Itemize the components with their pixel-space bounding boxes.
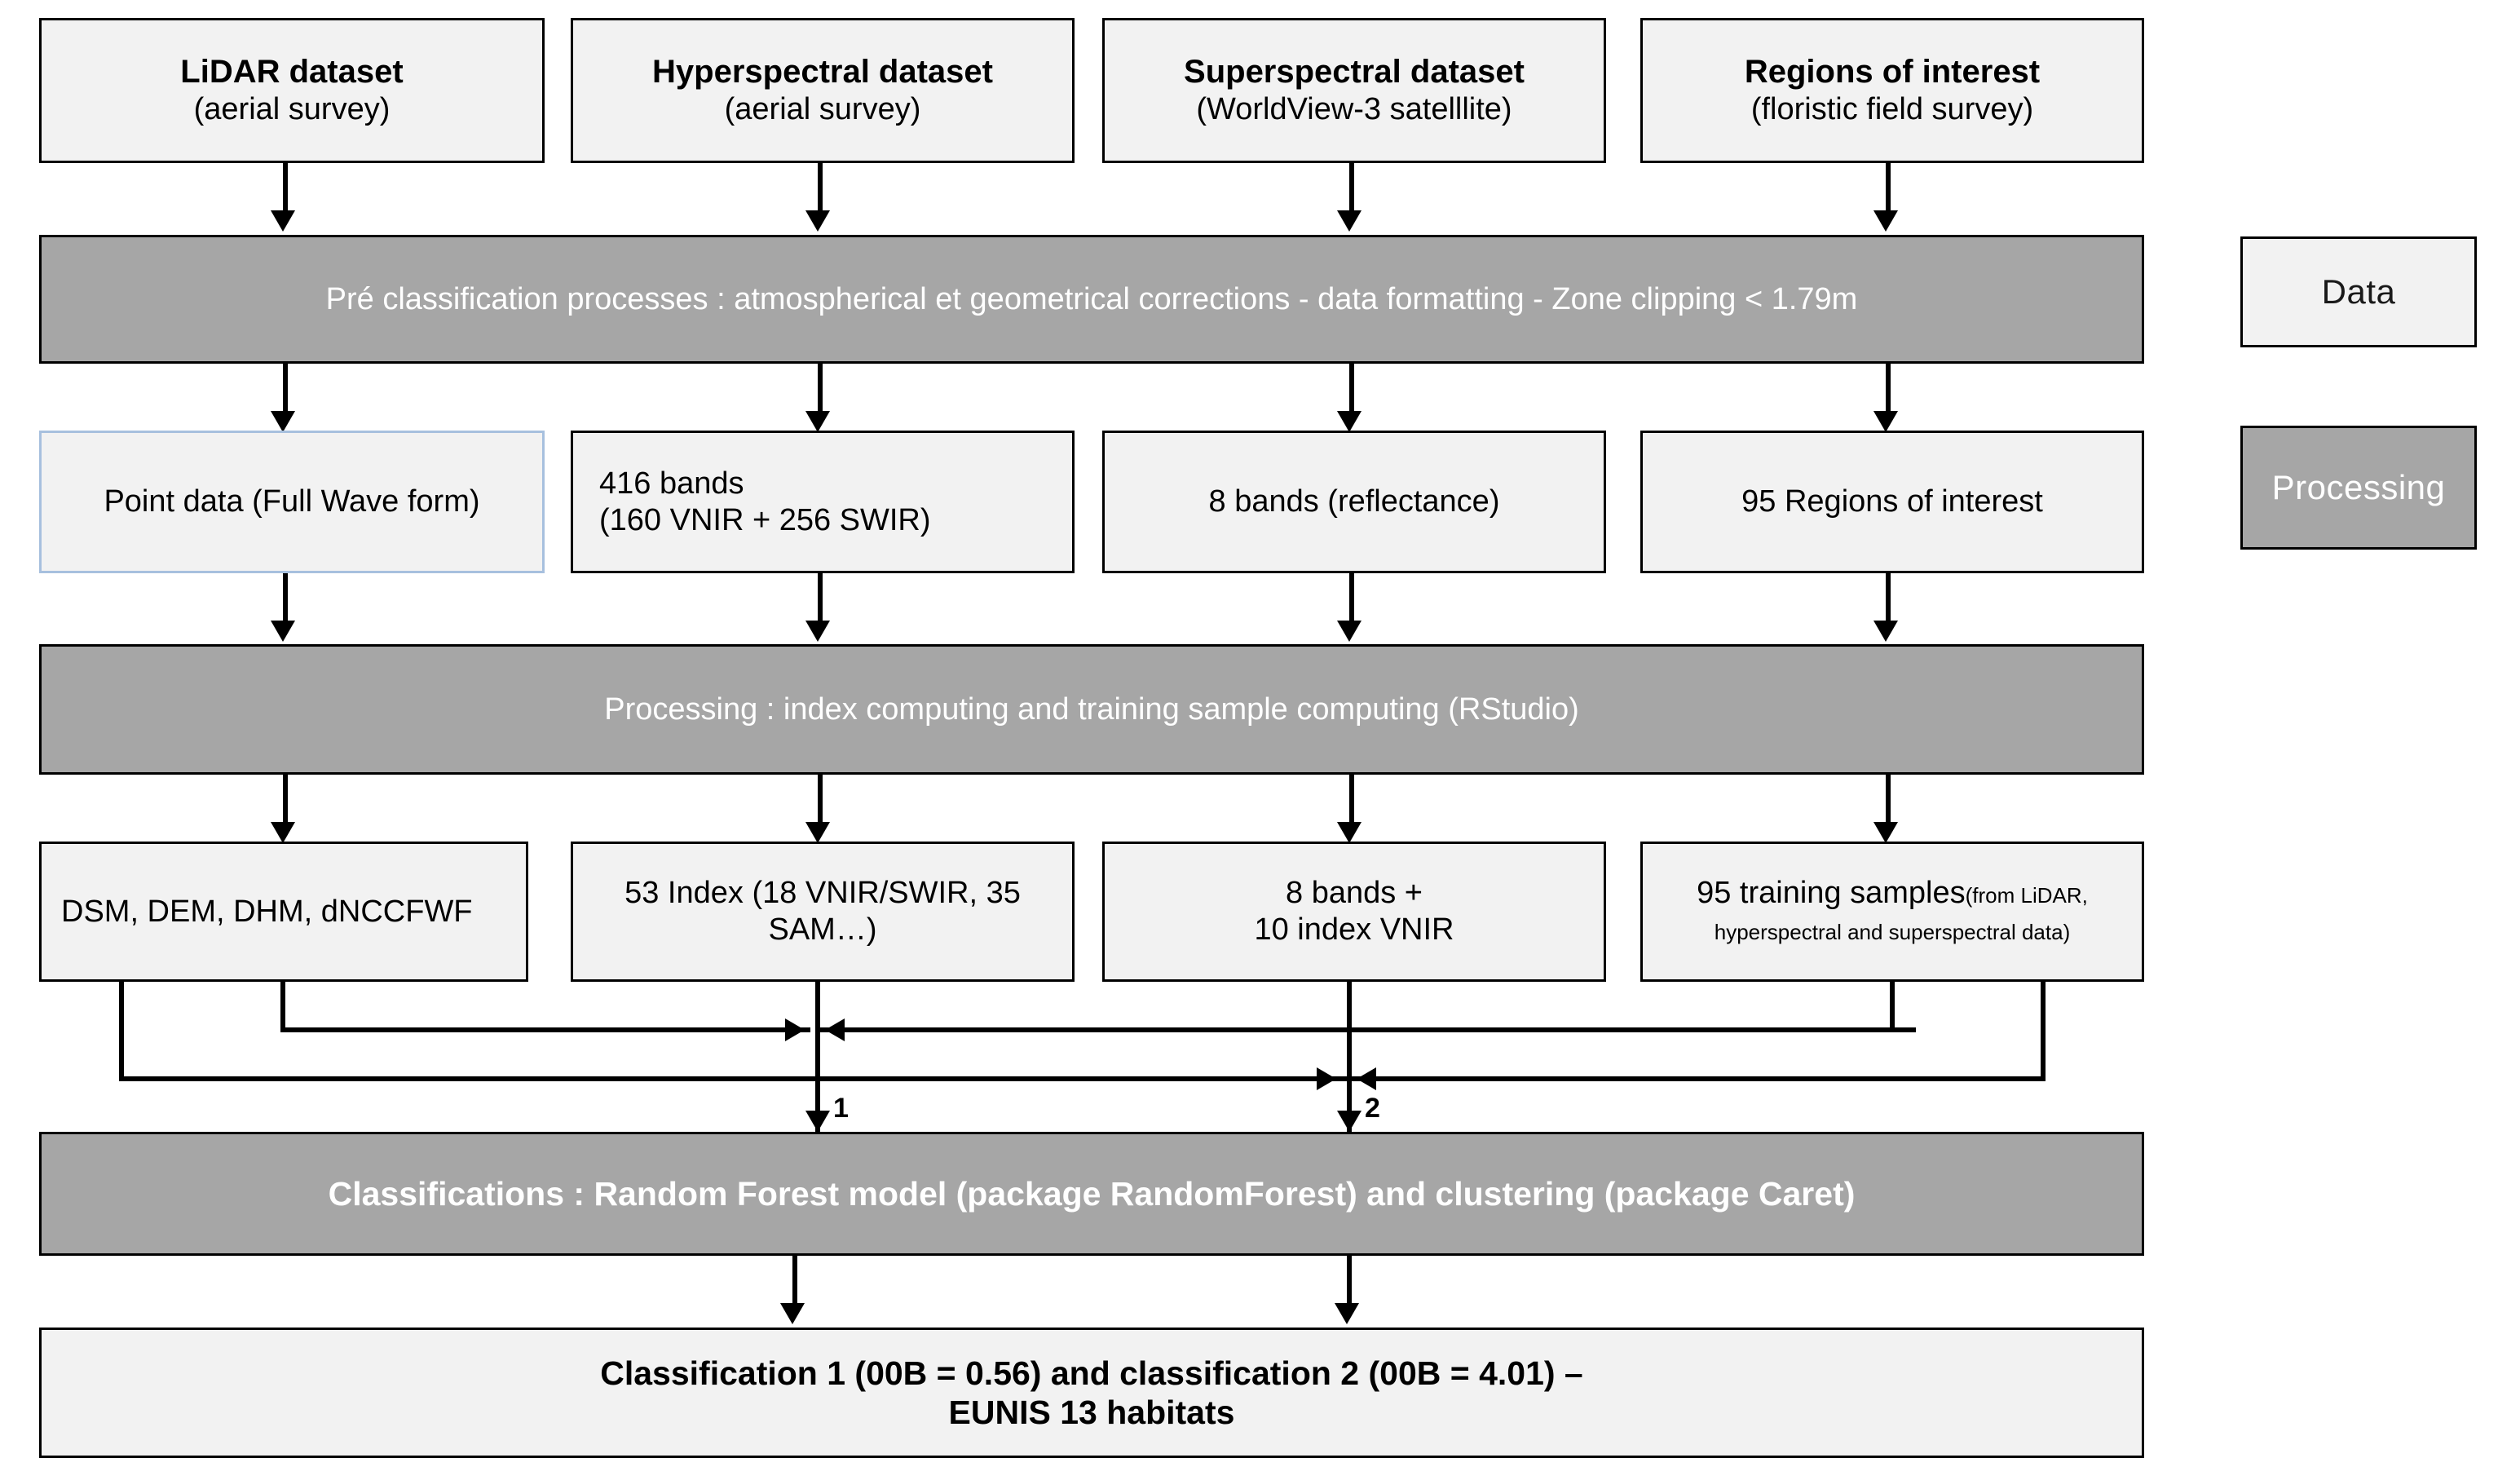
derived-box-53-index[interactable]: 53 Index (18 VNIR/SWIR, 35 SAM…) (571, 842, 1075, 982)
arrow-preclass-to-416bands (805, 411, 830, 432)
input-box-lidar-title: LiDAR dataset (180, 53, 404, 90)
preclassification-process-label: Pré classification processes : atmospher… (325, 281, 1858, 316)
input-box-superspectral-subtitle: (WorldView-3 satelllite) (1196, 92, 1512, 127)
arrow-8bands-to-processing (1337, 621, 1362, 642)
connector-hyperspectral-to-preclass (818, 163, 823, 214)
derived-box-8-bands-10-index[interactable]: 8 bands + 10 index VNIR (1102, 842, 1606, 982)
input-box-hyperspectral[interactable]: Hyperspectral dataset (aerial survey) (571, 18, 1075, 163)
connector-classifications-to-result-left (792, 1256, 797, 1306)
connector-8bands-to-processing (1349, 573, 1354, 624)
branch-label-one: 1 (833, 1093, 849, 1124)
connector-pointdata-to-processing (283, 573, 288, 624)
classifications-bar-label: Classifications : Random Forest model (p… (328, 1174, 1856, 1213)
legend-processing-label: Processing (2271, 468, 2446, 506)
derived-box-8-bands-10-index-line1: 8 bands + (1286, 876, 1423, 911)
arrow-processing-to-8bands10index (1337, 822, 1362, 843)
derived-box-dsm-dem-dhm[interactable]: DSM, DEM, DHM, dNCCFWF (39, 842, 528, 982)
arrow-95roi-to-processing (1873, 621, 1898, 642)
arrow-preclass-to-pointdata (271, 411, 295, 432)
classifications-bar[interactable]: Classifications : Random Forest model (p… (39, 1132, 2144, 1256)
feedline-upper-to-branch1 (280, 1027, 810, 1032)
connector-dsm-down-right (280, 982, 285, 1032)
input-box-hyperspectral-subtitle: (aerial survey) (724, 92, 921, 127)
derived-box-53-index-line2: SAM…) (768, 912, 877, 947)
connector-processing-to-8bands10index (1349, 775, 1354, 825)
product-box-416-bands-line2: (160 VNIR + 256 SWIR) (599, 502, 931, 537)
connector-training-down-left (1890, 982, 1895, 1032)
arrow-hyperspectral-to-preclass (805, 210, 830, 232)
connector-processing-to-53index (818, 775, 823, 825)
legend-data-label: Data (2321, 272, 2396, 311)
arrow-down-branch2 (1337, 1111, 1362, 1132)
connector-classifications-to-result-right (1347, 1256, 1352, 1306)
connector-lidar-to-preclass (283, 163, 288, 214)
derived-box-8-bands-10-index-line2: 10 index VNIR (1254, 912, 1454, 947)
product-box-8-bands-line1: 8 bands (reflectance) (1208, 484, 1500, 519)
product-box-95-regions[interactable]: 95 Regions of interest (1640, 431, 2144, 573)
arrow-processing-to-dsm (271, 822, 295, 843)
arrow-regions-to-preclass (1873, 210, 1898, 232)
input-box-lidar-subtitle: (aerial survey) (193, 92, 391, 127)
product-box-8-bands-reflectance[interactable]: 8 bands (reflectance) (1102, 431, 1606, 573)
branch-label-two: 2 (1365, 1093, 1380, 1124)
connector-regions-to-preclass (1886, 163, 1891, 214)
legend-data-swatch[interactable]: Data (2240, 236, 2477, 347)
connector-processing-to-training (1886, 775, 1891, 825)
arrow-preclass-to-8bands (1337, 411, 1362, 432)
derived-box-95-training-samples[interactable]: 95 training samples(from LiDAR, hyperspe… (1640, 842, 2144, 982)
feedline-upper-to-branch2 (815, 1027, 1891, 1032)
connector-416bands-to-processing (818, 573, 823, 624)
arrow-processing-to-training (1873, 822, 1898, 843)
legend-processing-swatch[interactable]: Processing (2240, 426, 2477, 550)
arrow-processing-to-53index (805, 822, 830, 843)
connector-training-down-right (2041, 982, 2046, 1081)
input-box-hyperspectral-title: Hyperspectral dataset (652, 53, 993, 90)
derived-box-training-note: (from LiDAR, hyperspectral and superspec… (1714, 883, 2088, 944)
arrow-classifications-to-result-left (780, 1303, 805, 1324)
connector-preclass-to-95roi (1886, 364, 1891, 414)
input-box-lidar[interactable]: LiDAR dataset (aerial survey) (39, 18, 545, 163)
derived-box-training-title: 95 training samples (1697, 876, 1966, 911)
input-box-regions-subtitle: (floristic field survey) (1750, 92, 2034, 127)
feedline-lower-to-branch2 (119, 1076, 2043, 1081)
arrow-classifications-to-result-right (1335, 1303, 1359, 1324)
input-box-superspectral-title: Superspectral dataset (1184, 53, 1525, 90)
input-box-regions-of-interest[interactable]: Regions of interest (floristic field sur… (1640, 18, 2144, 163)
arrow-416bands-to-processing (805, 621, 830, 642)
connector-preclass-to-8bands (1349, 364, 1354, 414)
arrow-left-into-branch2 (1357, 1067, 1376, 1090)
input-box-regions-title: Regions of interest (1744, 53, 2041, 90)
connector-superspectral-to-preclass (1349, 163, 1354, 214)
arrow-superspectral-to-preclass (1337, 210, 1362, 232)
preclassification-process-bar[interactable]: Pré classification processes : atmospher… (39, 235, 2144, 364)
arrow-down-branch1 (805, 1111, 830, 1132)
processing-bar[interactable]: Processing : index computing and trainin… (39, 644, 2144, 775)
arrow-lidar-to-preclass (271, 210, 295, 232)
connector-95roi-to-processing (1886, 573, 1891, 624)
result-box-classification-output[interactable]: Classification 1 (00B = 0.56) and classi… (39, 1328, 2144, 1458)
product-box-point-data-line1: Point data (Full Wave form) (104, 484, 480, 519)
product-box-416-bands[interactable]: 416 bands (160 VNIR + 256 SWIR) (571, 431, 1075, 573)
result-box-line1: Classification 1 (00B = 0.56) and classi… (600, 1354, 1583, 1392)
connector-preclass-to-416bands (818, 364, 823, 414)
connector-8bands10index-down (1347, 982, 1352, 1133)
derived-box-dsm-line1: DSM, DEM, DHM, dNCCFWF (61, 894, 473, 929)
arrow-right-into-branch1 (785, 1018, 805, 1041)
connector-53index-down (815, 982, 820, 1133)
input-box-superspectral[interactable]: Superspectral dataset (WorldView-3 satel… (1102, 18, 1606, 163)
arrow-right-into-branch2 (1317, 1067, 1336, 1090)
processing-bar-label: Processing : index computing and trainin… (604, 691, 1579, 727)
arrow-preclass-to-95roi (1873, 411, 1898, 432)
product-box-point-data[interactable]: Point data (Full Wave form) (39, 431, 545, 573)
product-box-95-regions-line1: 95 Regions of interest (1741, 484, 2043, 519)
product-box-416-bands-line1: 416 bands (599, 466, 744, 501)
arrow-pointdata-to-processing (271, 621, 295, 642)
connector-dsm-down-left (119, 982, 124, 1081)
result-box-line2: EUNIS 13 habitats (948, 1394, 1235, 1431)
derived-box-53-index-line1: 53 Index (18 VNIR/SWIR, 35 (624, 876, 1021, 911)
connector-preclass-to-pointdata (283, 364, 288, 414)
connector-processing-to-dsm (283, 775, 288, 825)
